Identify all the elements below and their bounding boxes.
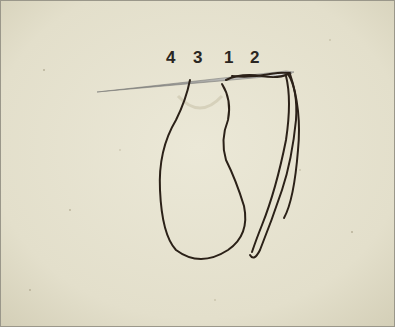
callout-number: 3 — [193, 49, 202, 66]
callout-number: 2 — [250, 49, 259, 66]
callout-number: 1 — [224, 49, 233, 66]
callout-number: 4 — [166, 49, 175, 66]
